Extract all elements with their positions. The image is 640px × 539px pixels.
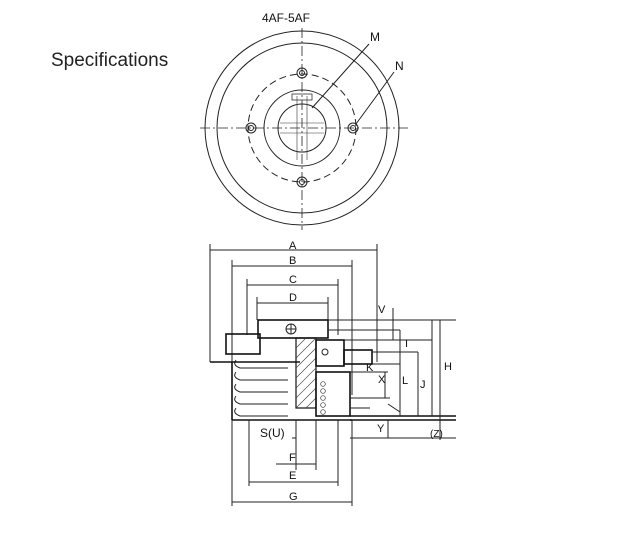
dim-z: (Z) [430,429,443,440]
dim-x: X [378,374,386,386]
model-label: 4AF-5AF [262,11,310,25]
side-view: A B C D [209,240,456,506]
dim-y: Y [377,423,385,435]
dim-k: K [366,362,374,374]
dim-l: L [402,375,408,387]
dim-s-u: S(U) [260,426,285,440]
dim-g: G [289,491,298,503]
callout-n: N [395,59,404,73]
dim-d: D [289,292,297,304]
top-view: 4AF-5AF M N [200,11,408,230]
callout-m: M [370,30,380,44]
dim-f: F [289,452,296,464]
dim-c: C [289,274,297,286]
dim-j: J [420,379,426,391]
dim-e: E [289,470,296,482]
specifications-heading: Specifications [51,50,169,71]
dim-h: H [444,361,452,373]
bolt-hole [296,67,308,79]
dim-b: B [289,255,296,267]
dim-a: A [289,240,297,252]
dim-i: I [405,338,408,350]
bolt-hole [347,122,359,134]
bolt-hole [296,176,308,188]
bolt-hole [245,122,257,134]
dim-v: V [378,304,386,316]
